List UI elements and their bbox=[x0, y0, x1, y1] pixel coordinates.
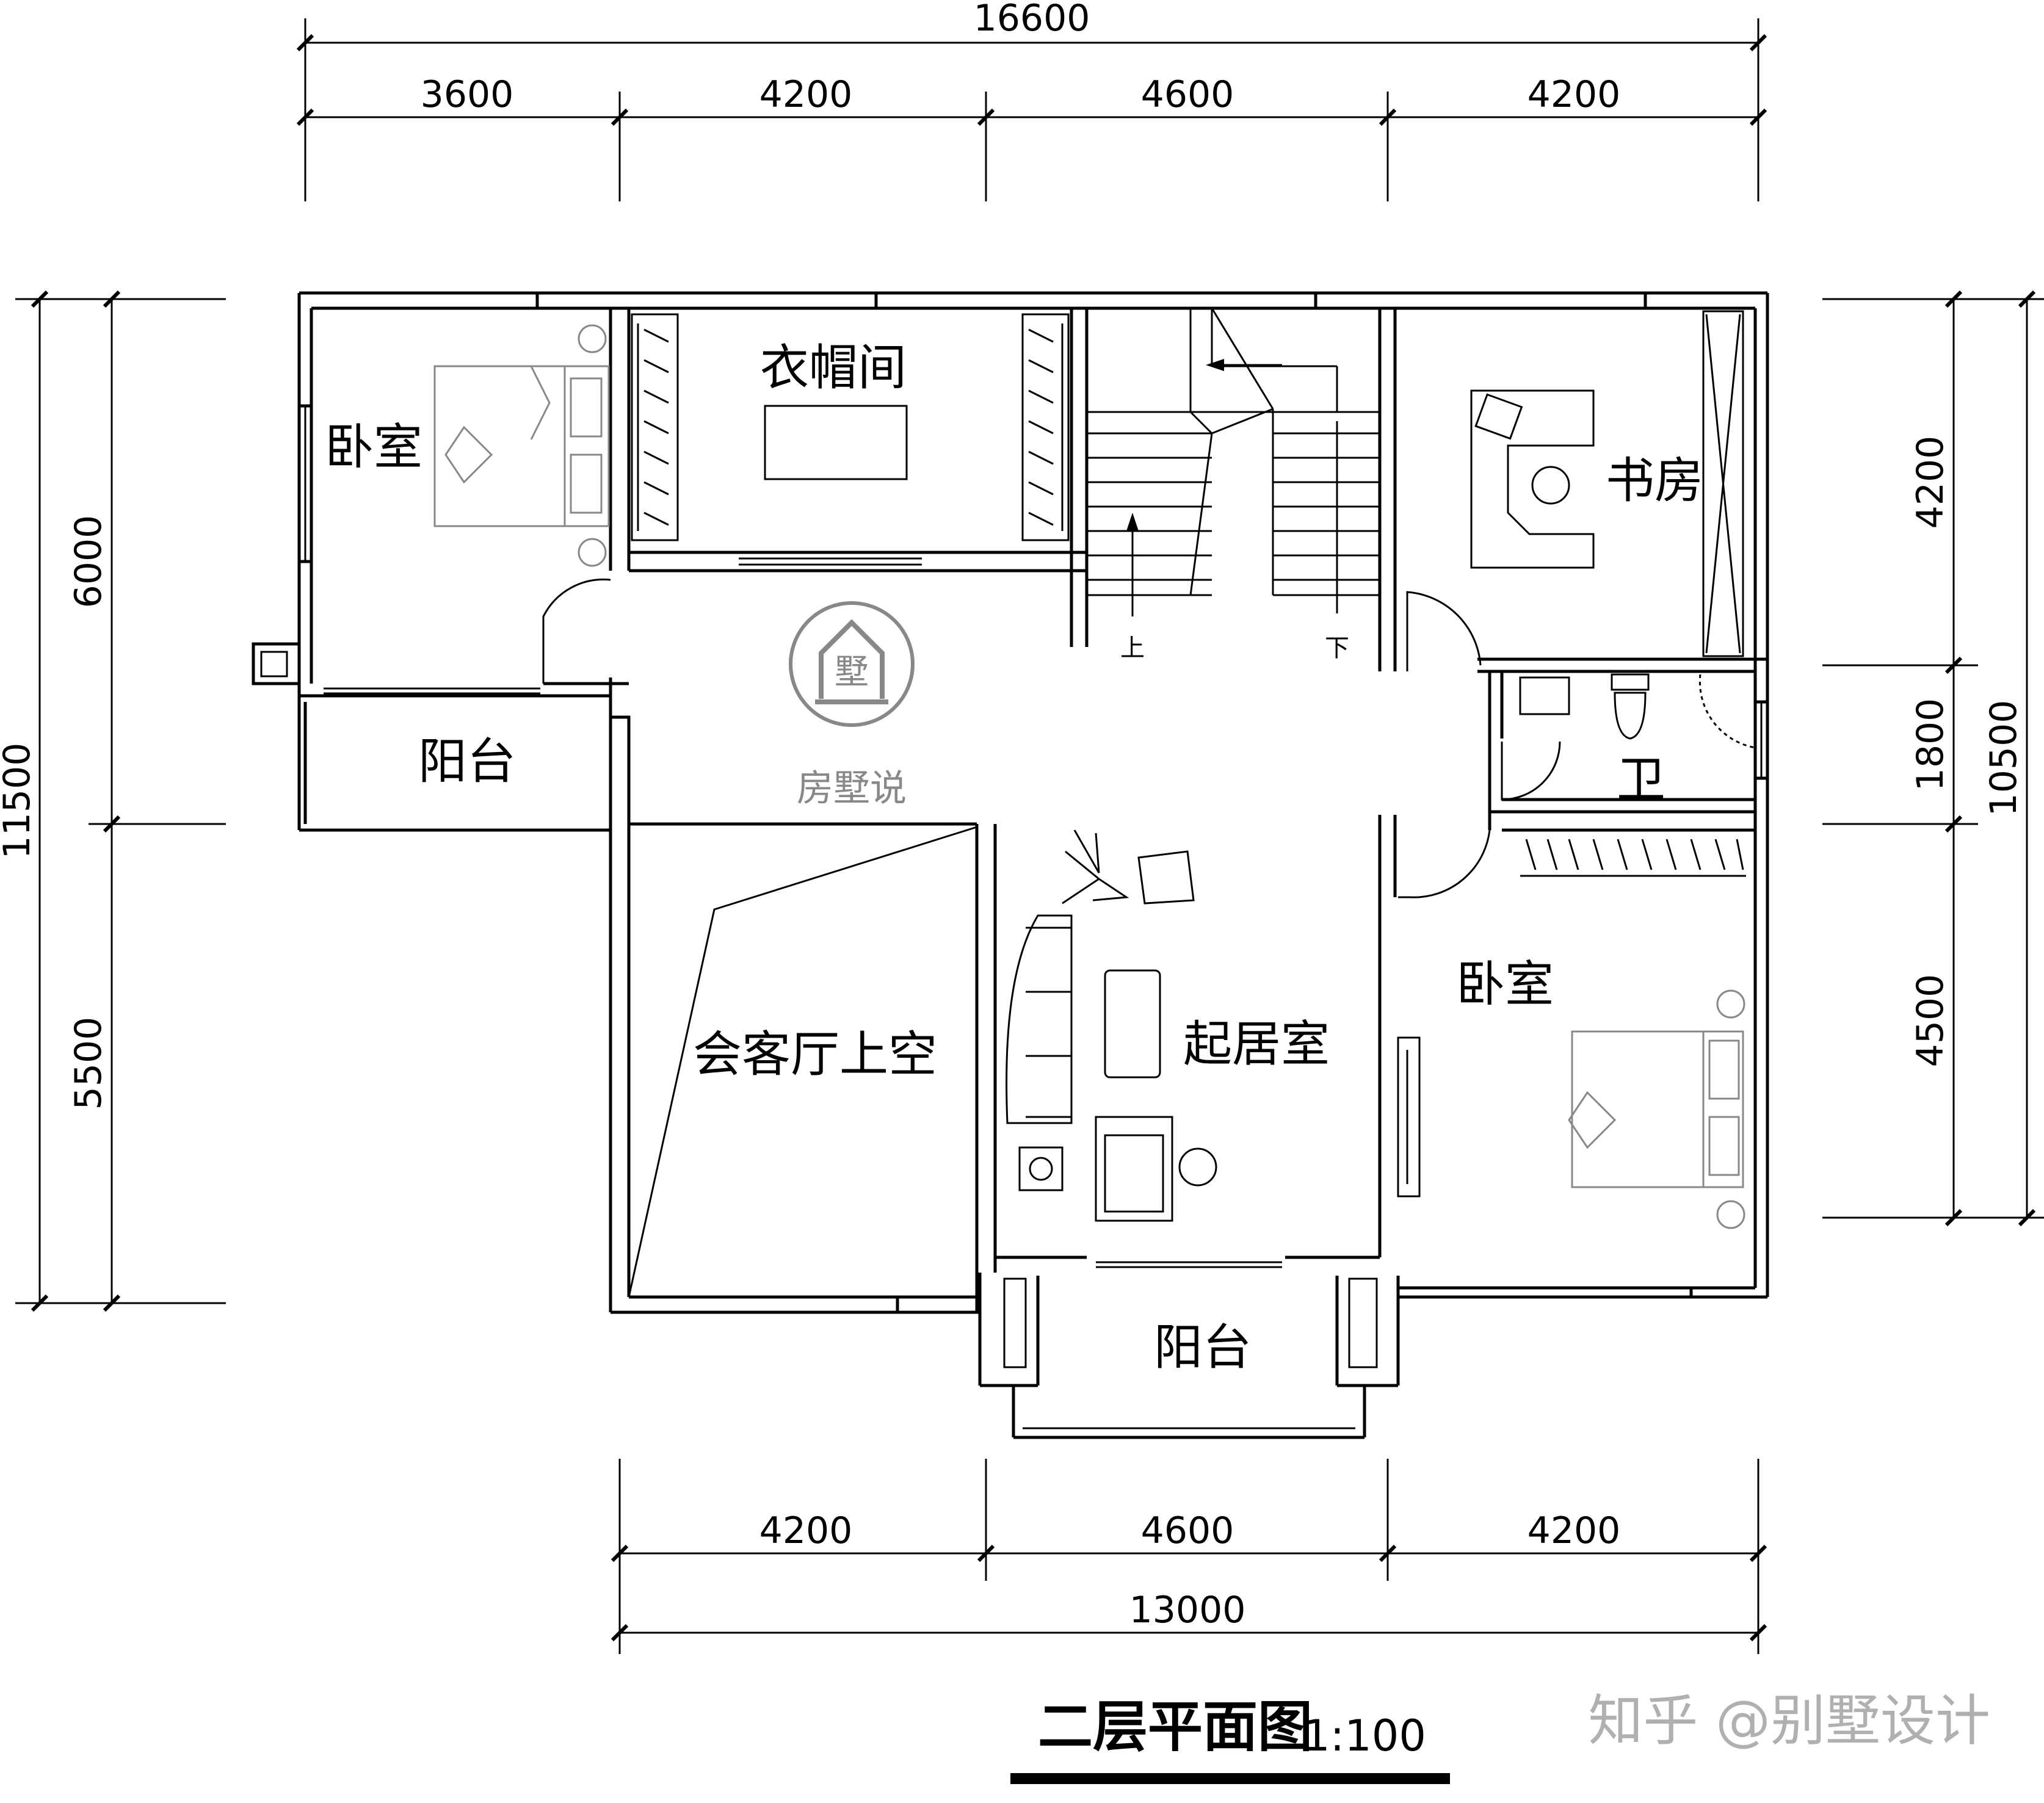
living-furniture-icon bbox=[1006, 829, 1217, 1222]
dim-right-seg-1: 4200 bbox=[1909, 436, 1952, 529]
dim-right-total: 10500 bbox=[1982, 700, 2025, 817]
room-label-living: 起居室 bbox=[1183, 1016, 1330, 1072]
logo-glyph: 墅 bbox=[835, 652, 869, 692]
study-desk-icon bbox=[1470, 310, 1744, 657]
void-marker bbox=[628, 826, 977, 1298]
watermark-text: 知乎 @别墅设计 bbox=[1588, 1689, 1990, 1753]
plan-title: 二层平面图 bbox=[1038, 1695, 1313, 1759]
room-label-study: 书房 bbox=[1606, 452, 1703, 509]
dim-top-seg-4: 4200 bbox=[1528, 73, 1621, 116]
bathroom-fixtures-icon bbox=[1519, 673, 1756, 749]
room-label-void: 会客厅上空 bbox=[693, 1026, 937, 1083]
wardrobe-rack-se-icon bbox=[1525, 839, 1744, 870]
stair-up-label: 上 bbox=[1120, 634, 1145, 662]
dim-bottom-seg-1: 4200 bbox=[759, 1509, 853, 1552]
dimension-lines bbox=[15, 18, 2044, 1654]
dim-left-total: 11500 bbox=[0, 743, 38, 859]
room-label-balcony-w: 阳台 bbox=[418, 733, 516, 790]
title-underline bbox=[1010, 1773, 1450, 1784]
staircase bbox=[1087, 308, 1380, 616]
dim-right-seg-2: 1800 bbox=[1909, 698, 1952, 792]
dim-top-total: 16600 bbox=[974, 0, 1090, 40]
dim-left-seg-1: 6000 bbox=[67, 515, 110, 609]
room-label-bedroom-se: 卧室 bbox=[1456, 956, 1554, 1013]
room-label-bedroom-nw: 卧室 bbox=[325, 419, 422, 475]
house-logo-icon: 墅 bbox=[789, 601, 915, 727]
dim-top-seg-1: 3600 bbox=[421, 73, 514, 116]
plan-scale: 1:100 bbox=[1303, 1711, 1426, 1761]
logo-text: 房墅说 bbox=[797, 767, 907, 810]
swing-doors bbox=[542, 578, 1561, 898]
windows bbox=[299, 291, 1769, 1314]
wardrobe-rack-left-icon bbox=[631, 313, 679, 541]
wardrobe-island bbox=[764, 405, 908, 480]
room-label-balcony-s: 阳台 bbox=[1154, 1319, 1252, 1376]
dim-top-seg-2: 4200 bbox=[759, 73, 853, 116]
dim-bottom-total: 13000 bbox=[1129, 1589, 1246, 1631]
bed-nw-icon bbox=[433, 324, 610, 567]
room-label-wardrobe: 衣帽间 bbox=[760, 339, 907, 396]
room-label-bathroom: 卫 bbox=[1617, 751, 1665, 808]
dim-bottom-seg-2: 4600 bbox=[1141, 1509, 1234, 1552]
bed-se-icon bbox=[1568, 989, 1745, 1229]
wardrobe-rack-right-icon bbox=[1021, 313, 1070, 541]
dim-left-seg-2: 5500 bbox=[67, 1017, 110, 1110]
dim-top-seg-3: 4600 bbox=[1141, 73, 1234, 116]
sliding-doors bbox=[324, 557, 1282, 1268]
tv-cabinet bbox=[1397, 1036, 1421, 1198]
stair-down-label: 下 bbox=[1325, 634, 1349, 662]
dim-right-seg-3: 4500 bbox=[1909, 974, 1952, 1068]
dim-bottom-seg-3: 4200 bbox=[1528, 1509, 1621, 1552]
